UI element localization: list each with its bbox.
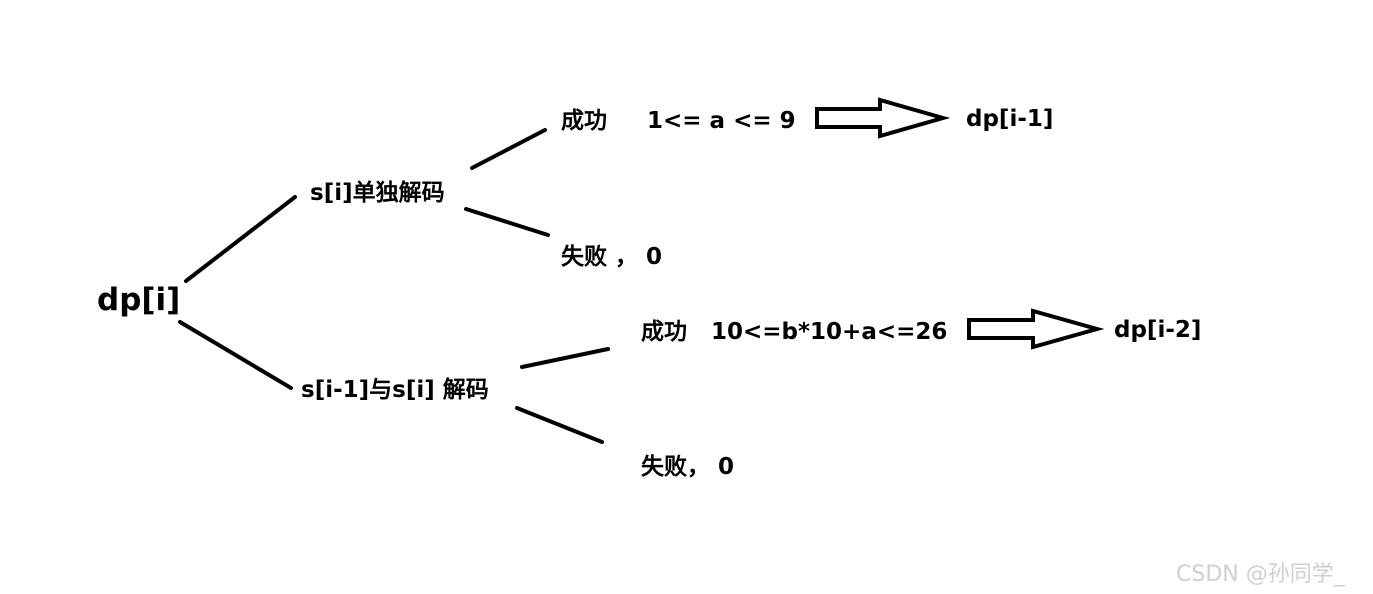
edge-pair-to-fail [515,406,604,444]
arrow-icon [815,97,951,139]
single-success-label: 成功 [561,108,607,134]
branch-pair-decode: s[i-1]与s[i] 解码 [301,376,489,403]
pair-fail-label: 失败， 0 [641,454,734,480]
arrow-icon [967,308,1105,350]
single-success-condition: 1<= a <= 9 [647,108,796,134]
watermark-text: CSDN @孙同学_ [1176,562,1345,587]
edge-pair-to-success [520,347,610,369]
pair-success-result: dp[i-2] [1114,317,1201,343]
pair-success-label: 成功 [641,319,687,345]
single-success-result: dp[i-1] [966,106,1053,132]
edge-root-to-pair [178,320,293,390]
edge-single-to-fail [464,207,550,237]
single-fail-label: 失败 ， 0 [561,244,662,270]
branch-single-decode: s[i]单独解码 [310,179,445,206]
root-node: dp[i] [97,282,180,318]
pair-success-condition: 10<=b*10+a<=26 [711,319,947,345]
edge-single-to-success [470,128,547,170]
edge-root-to-single [184,195,297,283]
